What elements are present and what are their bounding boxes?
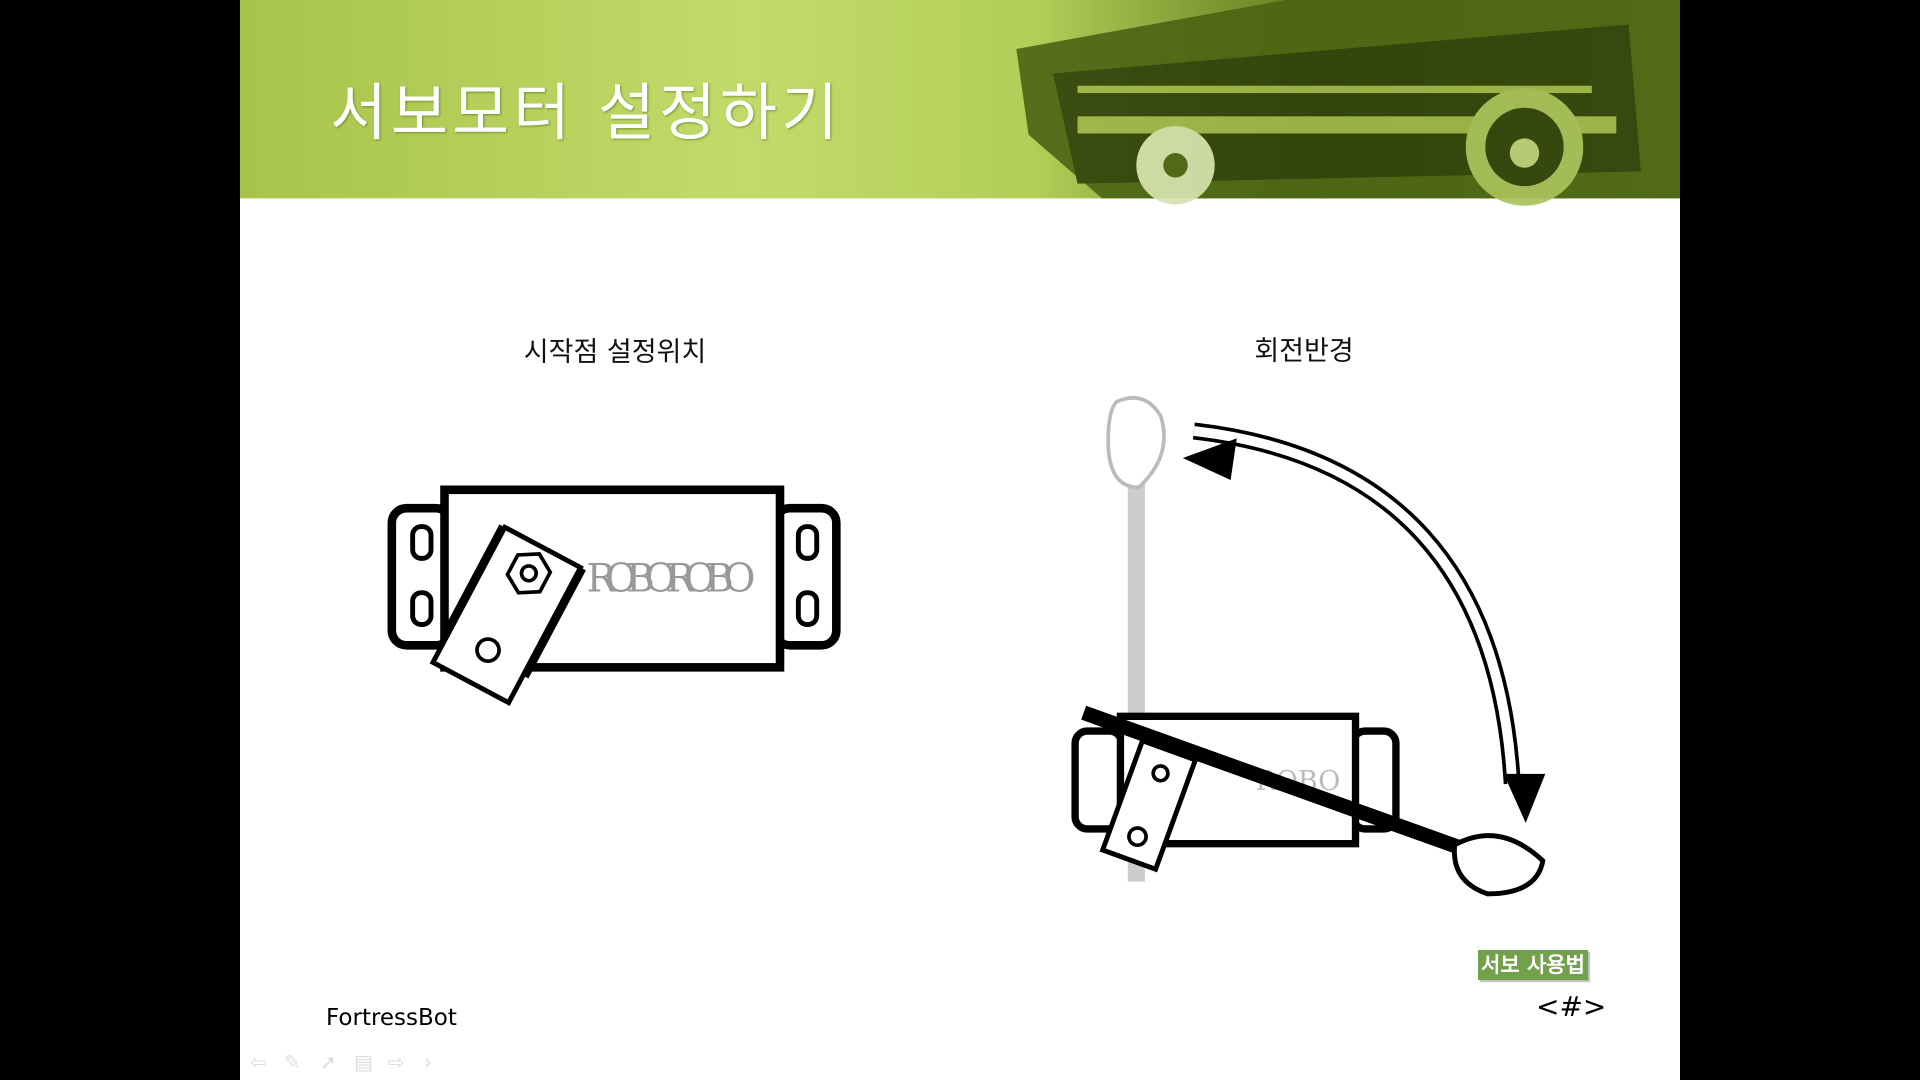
left-caption: 시작점 설정위치 [523,337,707,368]
slide-title: 서보모터 설정하기 [330,76,843,149]
next-chevron-icon[interactable]: › [424,1050,432,1074]
servo-brand-label: ROBOROBO [587,556,756,601]
servo-start-position-diagram: ROBOROBO [387,485,841,706]
robot-photo [1016,0,1680,206]
pen-icon[interactable]: ✎ [284,1050,301,1074]
forward-arrow-icon[interactable]: ⇨ [388,1050,405,1074]
arrowhead-up-icon [1182,438,1237,480]
arrowhead-down-icon [1503,773,1546,823]
page-number: <#> [1536,990,1607,1023]
servo-usage-badge[interactable]: 서보 사용법 [1478,950,1588,980]
back-arrow-icon[interactable]: ⇦ [250,1050,267,1074]
header-banner [240,0,1680,206]
servo-rotation-range-diagram: ROBO [1071,396,1546,897]
footer-text: FortressBot [326,1005,457,1031]
right-caption: 회전반경 [1254,336,1354,367]
pointer-icon[interactable]: ➚ [320,1050,337,1074]
slide-menu-icon[interactable]: ▤ [354,1050,373,1074]
